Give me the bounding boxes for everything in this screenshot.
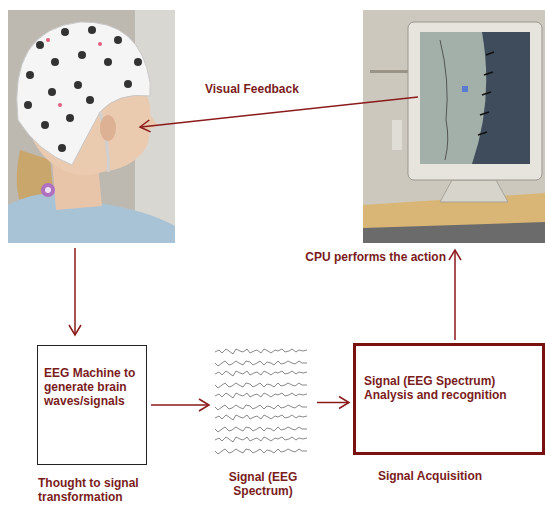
arrow-label: CPU performs the action — [305, 250, 446, 264]
stage-caption: Thought to signal transformation — [38, 476, 158, 504]
arrow-line — [151, 404, 209, 406]
box-text: EEG Machine to generate brain waves/sign… — [44, 366, 140, 408]
process-box: Signal (EEG Spectrum) Analysis and recog… — [353, 343, 545, 455]
signal-caption: Signal (EEG Spectrum) — [208, 470, 318, 498]
box-text: Signal (EEG Spectrum) Analysis and recog… — [364, 374, 534, 402]
arrow-head — [199, 399, 209, 411]
flow-arrow — [151, 399, 209, 411]
flow-arrow — [317, 397, 349, 409]
feedback-arrows — [69, 97, 461, 340]
arrow-label: Visual Feedback — [205, 82, 299, 96]
arrow-head — [339, 397, 349, 409]
process-box: EEG Machine to generate brain waves/sign… — [37, 345, 147, 465]
computer-photo — [363, 10, 545, 243]
signal-image: Signal (EEG Spectrum) — [213, 345, 313, 460]
eeg-waveform — [215, 349, 307, 454]
stage-caption: Signal Acquisition — [360, 469, 500, 483]
arrow-line — [317, 402, 349, 404]
